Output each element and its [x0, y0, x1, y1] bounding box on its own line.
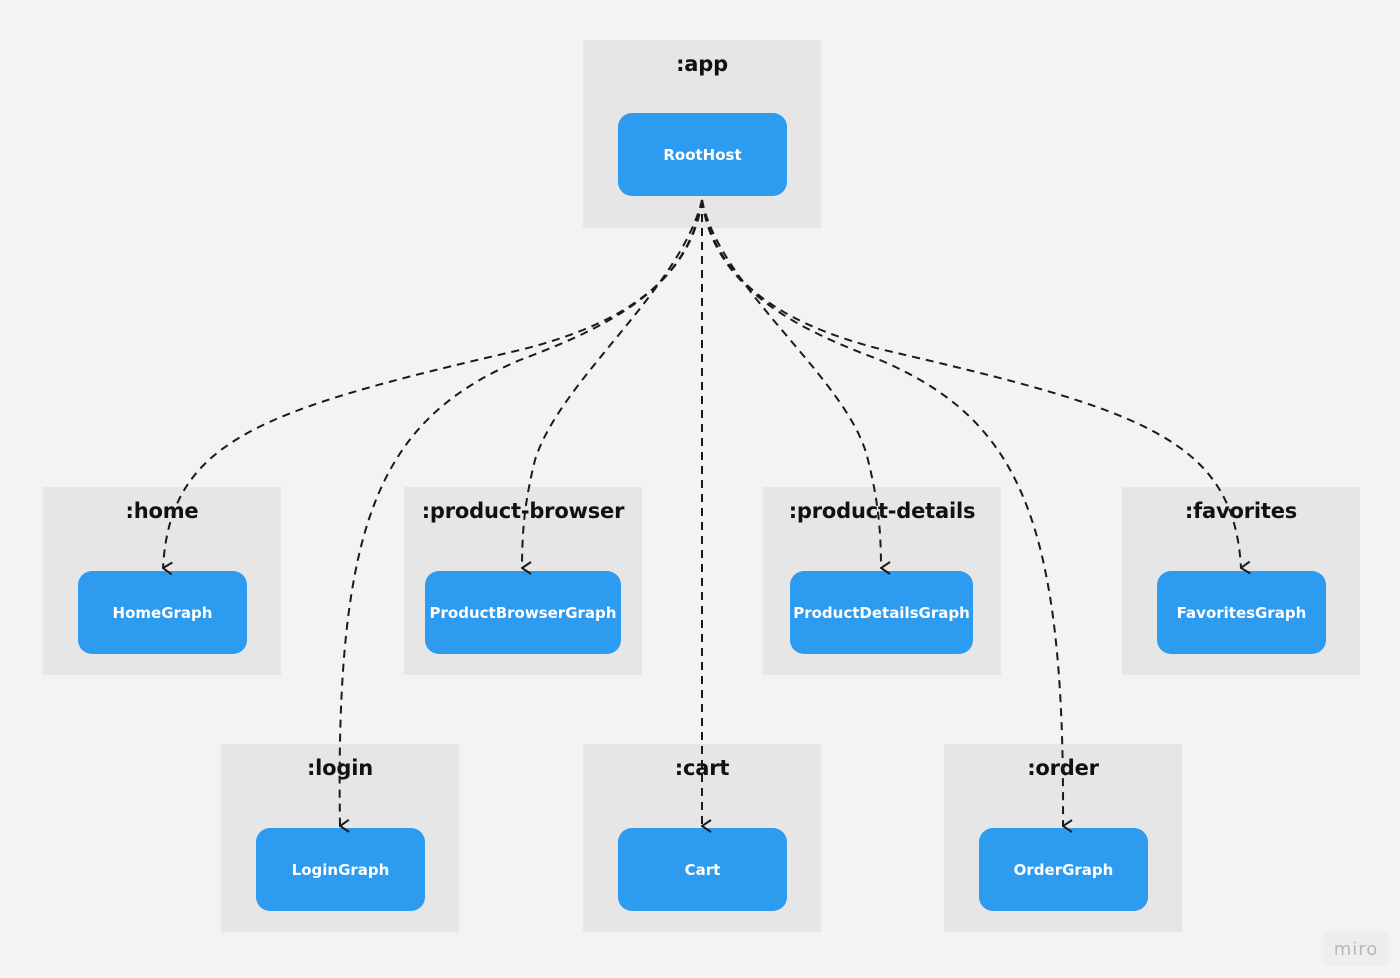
node-product-details-graph[interactable]: ProductDetailsGraph: [790, 571, 973, 654]
module-title-order: :order: [1027, 756, 1099, 780]
node-login-graph[interactable]: LoginGraph: [256, 828, 425, 911]
node-product-browser-graph[interactable]: ProductBrowserGraph: [425, 571, 621, 654]
node-home-graph[interactable]: HomeGraph: [78, 571, 247, 654]
node-order-graph[interactable]: OrderGraph: [979, 828, 1148, 911]
module-title-favorites: :favorites: [1184, 499, 1298, 523]
module-title-login: :login: [306, 756, 373, 780]
module-title-product-browser: :product-browser: [421, 499, 625, 523]
module-title-product-details: :product-details: [788, 499, 976, 523]
node-cart[interactable]: Cart: [618, 828, 787, 911]
module-title-cart: :cart: [674, 756, 730, 780]
module-title-home: :home: [125, 499, 199, 523]
node-favorites-graph[interactable]: FavoritesGraph: [1157, 571, 1326, 654]
miro-watermark: miro: [1324, 932, 1388, 966]
module-title-app: :app: [676, 52, 728, 76]
node-root-host[interactable]: RootHost: [618, 113, 787, 196]
